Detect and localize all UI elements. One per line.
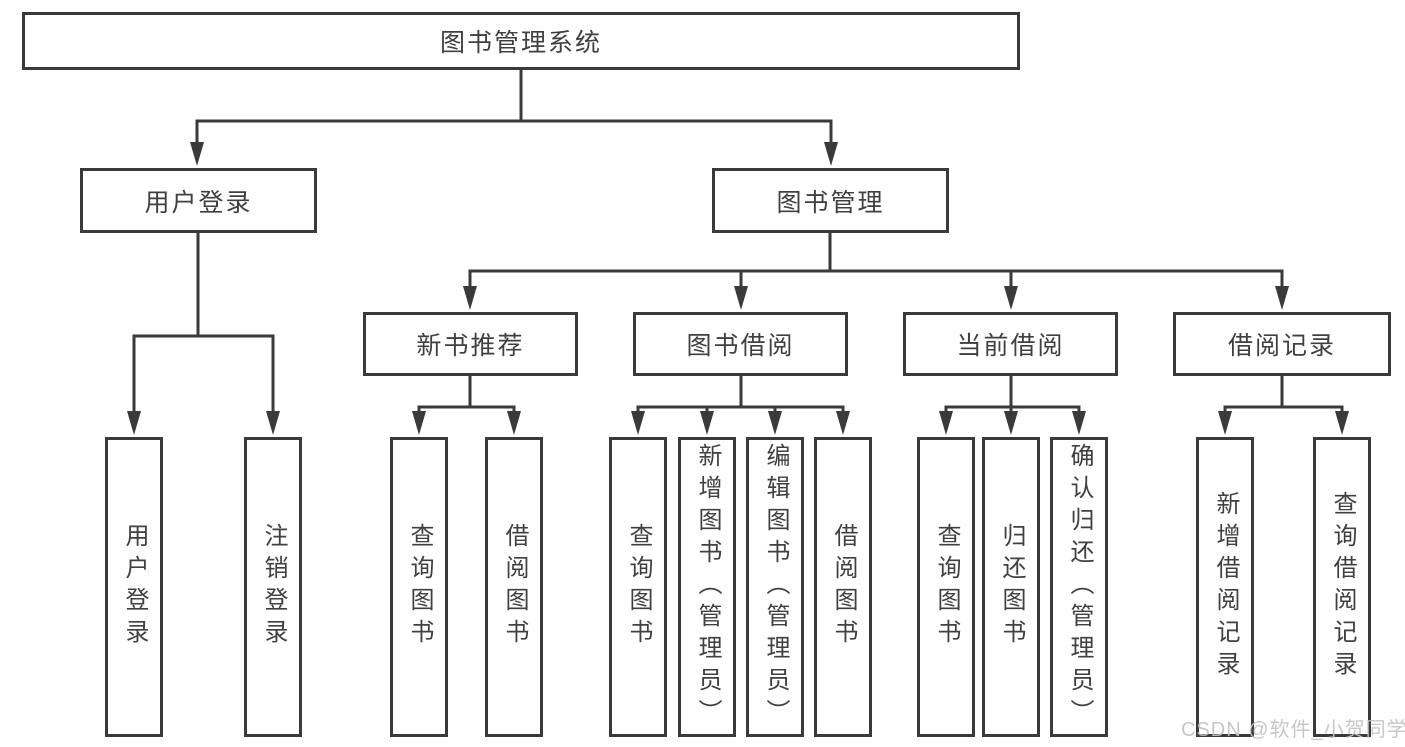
leaf-add-book-admin: 新增图书（管理员）	[678, 437, 736, 737]
root-node-label: 图书管理系统	[439, 29, 602, 57]
leaf-query-book-current-label: 查询图书	[933, 523, 960, 651]
leaf-user-login-label: 用户登录	[121, 523, 148, 651]
leaf-confirm-return-admin: 确认归还（管理员）	[1050, 437, 1108, 737]
new-book-recommend-label: 新书推荐	[416, 332, 525, 360]
leaf-edit-book-admin: 编辑图书（管理员）	[746, 437, 804, 737]
leaf-add-book-admin-label: 新增图书（管理员）	[694, 443, 721, 731]
book-management-node-label: 图书管理	[776, 188, 885, 217]
leaf-borrow-book-recommend: 借阅图书	[485, 437, 543, 737]
leaf-query-book-borrow-label: 查询图书	[625, 523, 652, 651]
leaf-user-login: 用户登录	[105, 437, 163, 737]
leaf-borrow-book-recommend-label: 借阅图书	[501, 523, 528, 651]
leaf-query-borrow-record-label: 查询借阅记录	[1329, 491, 1356, 683]
leaf-query-book-recommend: 查询图书	[390, 437, 448, 737]
leaf-query-book-recommend-label: 查询图书	[406, 523, 433, 651]
leaf-add-borrow-record: 新增借阅记录	[1196, 437, 1254, 737]
leaf-return-book-label: 归还图书	[998, 523, 1025, 651]
user-login-node-label: 用户登录	[144, 188, 253, 217]
leaf-query-book-current: 查询图书	[917, 437, 975, 737]
leaf-edit-book-admin-label: 编辑图书（管理员）	[762, 443, 789, 731]
root-node: 图书管理系统	[22, 12, 1020, 70]
current-borrow-node: 当前借阅	[903, 312, 1118, 376]
leaf-return-book: 归还图书	[982, 437, 1040, 737]
book-management-node: 图书管理	[712, 168, 949, 233]
new-book-recommend-node: 新书推荐	[363, 312, 578, 376]
leaf-logout: 注销登录	[244, 437, 302, 737]
current-borrow-label: 当前借阅	[956, 332, 1065, 360]
leaf-confirm-return-admin-label: 确认归还（管理员）	[1066, 443, 1093, 731]
leaf-query-book-borrow: 查询图书	[609, 437, 667, 737]
leaf-borrow-book: 借阅图书	[814, 437, 872, 737]
leaf-add-borrow-record-label: 新增借阅记录	[1212, 491, 1239, 683]
arrow-down-icons	[127, 142, 1349, 435]
borrow-record-label: 借阅记录	[1227, 332, 1336, 360]
watermark: CSDN @软件_小贺同学	[1181, 719, 1405, 741]
leaf-borrow-book-label: 借阅图书	[830, 523, 857, 651]
book-borrow-node: 图书借阅	[633, 312, 848, 376]
leaf-logout-label: 注销登录	[260, 523, 287, 651]
book-borrow-label: 图书借阅	[686, 332, 795, 360]
user-login-node: 用户登录	[80, 168, 317, 233]
borrow-record-node: 借阅记录	[1173, 312, 1391, 376]
leaf-query-borrow-record: 查询借阅记录	[1313, 437, 1371, 737]
